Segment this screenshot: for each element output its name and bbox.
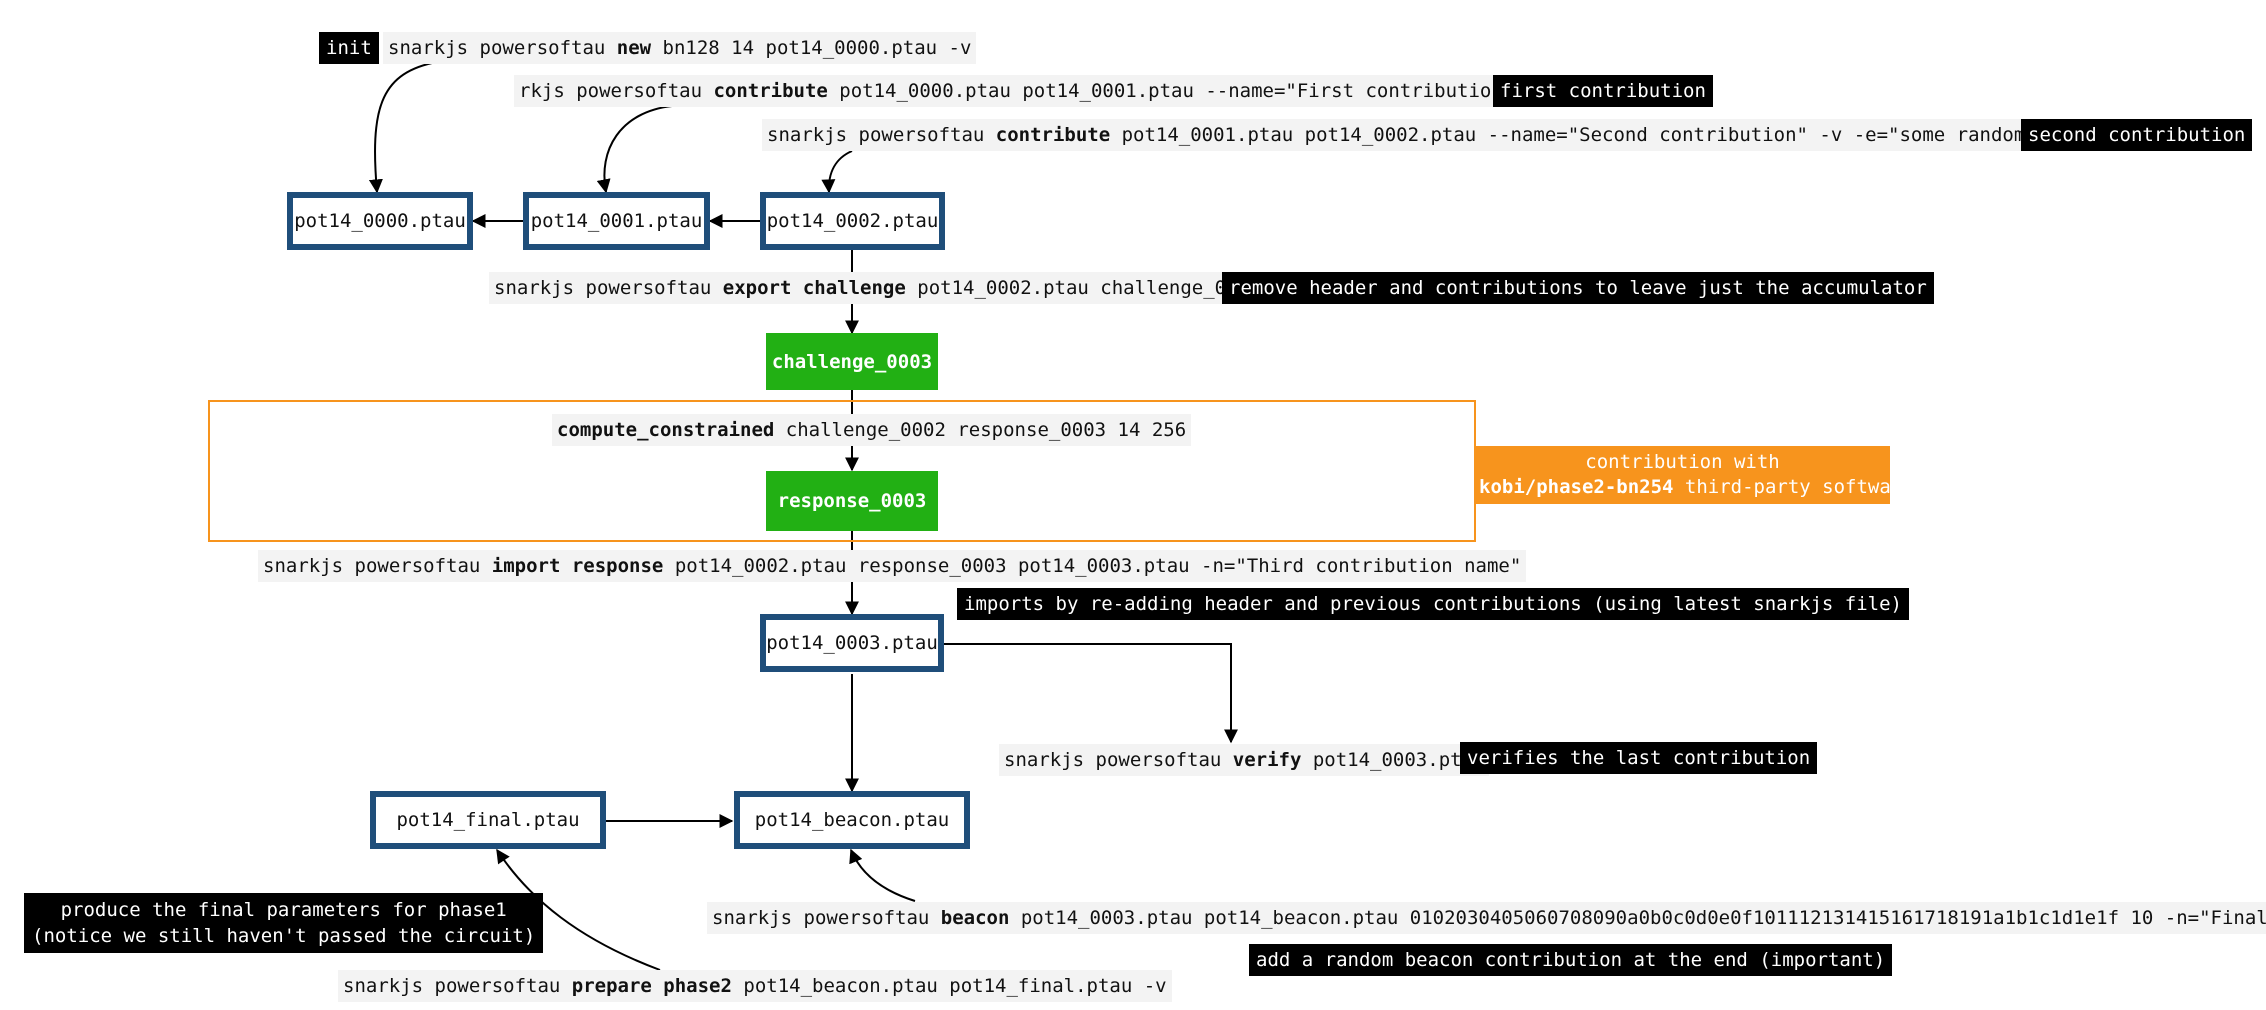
command-beacon: snarkjs powersoftau beacon pot14_0003.pt… (707, 902, 2266, 934)
command-import-response: snarkjs powersoftau import response pot1… (258, 550, 1527, 582)
command-new: snarkjs powersoftau new bn128 14 pot14_0… (383, 32, 977, 64)
note-second-contribution: second contribution (2021, 119, 2253, 151)
third-party-line2: kobi/phase2-bn254 third-party software (1479, 476, 1914, 498)
arrow-prepare-to-final (496, 848, 661, 971)
command-prepare-phase2: snarkjs powersoftau prepare phase2 pot14… (338, 970, 1172, 1002)
file-pot14-0000[interactable]: pot14_0000.ptau (287, 192, 473, 250)
note-produce-final: produce the final parameters for phase1 … (24, 893, 544, 953)
file-pot14-0001[interactable]: pot14_0001.ptau (523, 192, 710, 250)
arrow-beacon-cmd-to-beacon (849, 848, 916, 902)
note-init: init (319, 32, 379, 64)
file-pot14-0002[interactable]: pot14_0002.ptau (760, 192, 945, 250)
response-node[interactable]: response_0003 (766, 471, 938, 531)
arrow-contrib2-to-0002 (821, 150, 853, 194)
note-verifies: verifies the last contribution (1460, 742, 1818, 774)
third-party-label: contribution with kobi/phase2-bn254 thir… (1475, 446, 1914, 504)
arrow-contrib1-to-0001 (596, 105, 673, 194)
command-verify: snarkjs powersoftau verify pot14_0003.pt… (999, 744, 1490, 776)
challenge-node[interactable]: challenge_0003 (766, 333, 938, 390)
note-remove-header: remove header and contributions to leave… (1222, 272, 1934, 304)
file-pot14-beacon[interactable]: pot14_beacon.ptau (734, 791, 970, 849)
note-random-beacon: add a random beacon contribution at the … (1249, 944, 1893, 976)
command-compute-constrained: compute_constrained challenge_0002 respo… (552, 414, 1192, 446)
note-first-contribution: first contribution (1493, 75, 1713, 107)
command-contribute-first: rkjs powersoftau contribute pot14_0000.p… (514, 75, 1554, 107)
arrow-new-to-0000 (368, 62, 433, 194)
command-contribute-second: snarkjs powersoftau contribute pot14_000… (762, 119, 2099, 151)
file-pot14-0003[interactable]: pot14_0003.ptau (760, 614, 944, 672)
file-pot14-final[interactable]: pot14_final.ptau (370, 791, 606, 849)
note-imports: imports by re-adding header and previous… (957, 588, 1909, 620)
third-party-line1: contribution with (1585, 451, 1780, 473)
note-produce-line2: (notice we still haven't passed the circ… (32, 925, 536, 947)
arrow-0003-to-verify (944, 643, 1238, 744)
note-produce-line1: produce the final parameters for phase1 (60, 899, 507, 921)
command-export-challenge: snarkjs powersoftau export challenge pot… (489, 272, 1266, 304)
